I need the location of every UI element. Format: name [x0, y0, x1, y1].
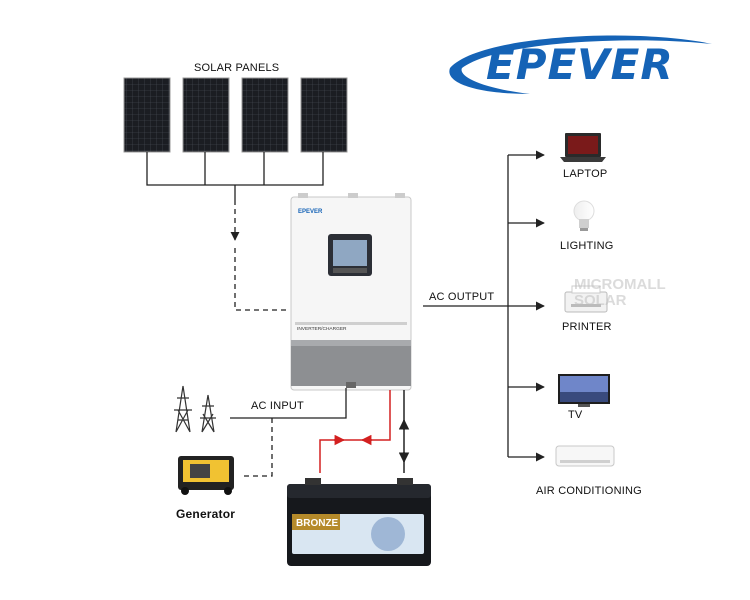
panel-wiring: [146, 152, 324, 311]
ac-input-wiring: [230, 388, 347, 477]
air-conditioner-icon: [555, 445, 615, 467]
device-label-tv: TV: [568, 409, 583, 421]
ac-input-label: AC INPUT: [251, 400, 304, 412]
inverter-brand: EPEVER: [298, 209, 323, 215]
battery-label: BRONZE: [296, 518, 339, 529]
solar-panel-4: [300, 77, 348, 153]
printer-icon: [564, 285, 608, 313]
inverter-label: INVERTER/CHARGER: [297, 326, 347, 332]
watermark-line-2: SOLAR: [574, 292, 627, 309]
generator-icon: [178, 456, 234, 495]
solar-panels-label: SOLAR PANELS: [194, 62, 280, 74]
ac-output-label: AC OUTPUT: [429, 291, 495, 303]
device-label-lighting: LIGHTING: [560, 240, 614, 252]
light-bulb-icon: [573, 200, 595, 231]
device-label-air-conditioning: AIR CONDITIONING: [536, 485, 642, 497]
ac-output-wiring: [423, 150, 545, 462]
device-label-laptop: LAPTOP: [563, 168, 608, 180]
epever-logo: EPEVER: [486, 40, 674, 89]
battery-wiring: [319, 390, 410, 473]
laptop-icon: [560, 133, 606, 162]
battery: [287, 478, 431, 566]
generator-label: Generator: [176, 507, 236, 521]
epever-logo-swoosh: [449, 35, 712, 94]
device-label-printer: PRINTER: [562, 321, 612, 333]
solar-panels: [123, 77, 348, 153]
solar-panel-2: [182, 77, 230, 153]
tv-icon: [558, 374, 610, 407]
solar-panel-3: [241, 77, 289, 153]
solar-panel-1: [123, 77, 171, 153]
inverter-charger: [290, 193, 412, 391]
watermark-line-1: MICROMALL: [574, 276, 666, 293]
power-tower-icon: [174, 385, 216, 433]
